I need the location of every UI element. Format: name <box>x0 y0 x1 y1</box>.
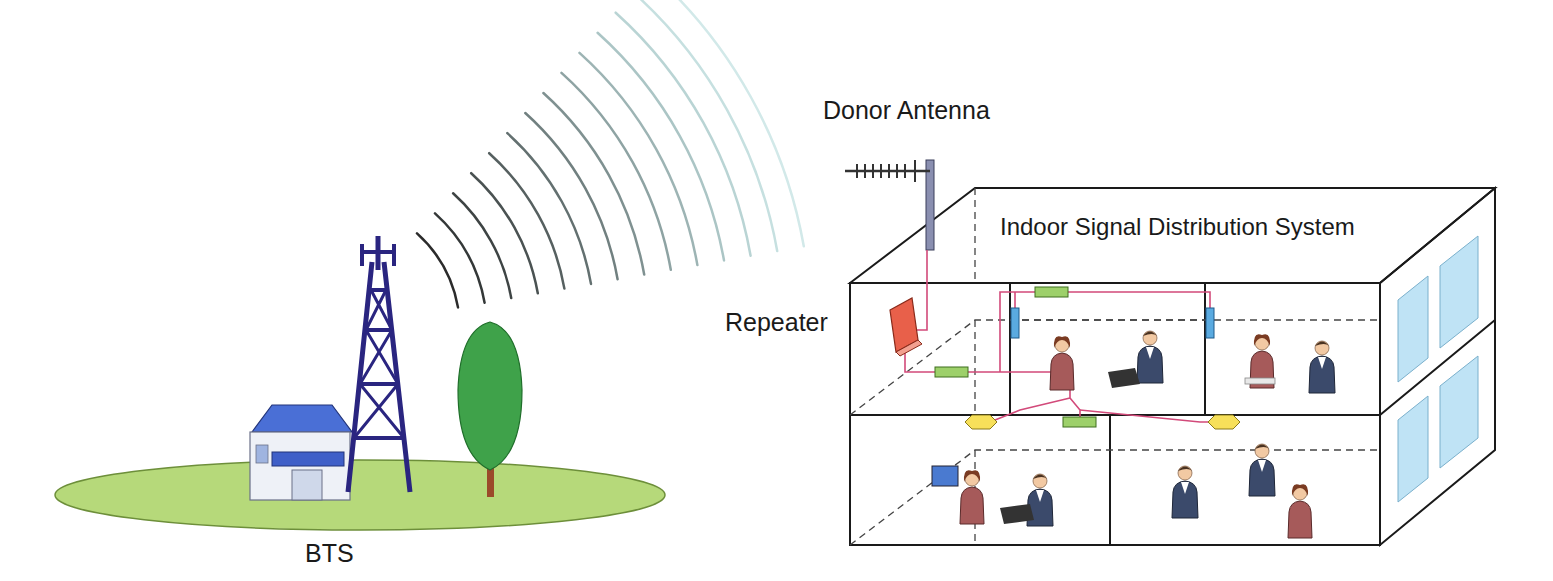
ceiling-antennas <box>965 415 1240 429</box>
ground <box>55 460 665 530</box>
building <box>850 188 1495 545</box>
windows <box>1398 236 1478 502</box>
tree <box>458 322 522 497</box>
donor-antenna <box>845 160 934 250</box>
radio-waves <box>417 0 804 307</box>
people <box>932 331 1335 538</box>
repeater-label: Repeater <box>725 307 828 337</box>
indoor-antennas <box>1011 308 1214 338</box>
feeder-cables <box>905 250 1218 422</box>
laptop <box>1108 368 1140 388</box>
repeater <box>890 298 922 356</box>
laptop <box>1000 504 1034 524</box>
bts-label: BTS <box>305 538 354 568</box>
couplers <box>935 287 1096 427</box>
bts-tower <box>348 236 410 492</box>
monitor <box>932 466 958 486</box>
bts-building <box>250 405 352 500</box>
system-label: Indoor Signal Distribution System <box>1000 213 1355 242</box>
antenna-label: Donor Antenna <box>823 95 990 125</box>
